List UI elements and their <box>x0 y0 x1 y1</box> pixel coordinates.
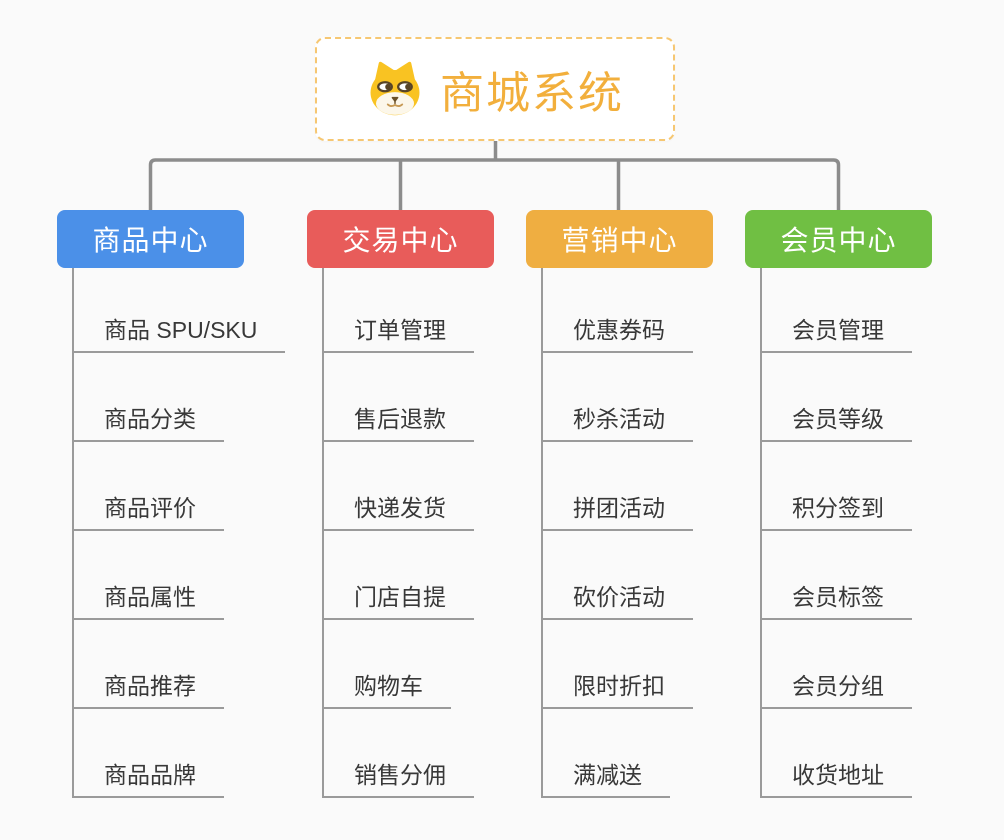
branch-line <box>760 268 762 798</box>
branch-line <box>322 268 324 798</box>
subtopic-product-review[interactable]: 商品评价 <box>72 493 224 531</box>
subtopic-bargain-activity[interactable]: 砍价活动 <box>541 582 693 620</box>
shiba-dog-icon <box>370 61 420 116</box>
subtopic-member-group[interactable]: 会员分组 <box>760 671 912 709</box>
subtopic-points-checkin[interactable]: 积分签到 <box>760 493 912 531</box>
topic-trade-center[interactable]: 交易中心 <box>307 210 494 268</box>
subtopic-shopping-cart[interactable]: 购物车 <box>322 671 451 709</box>
topic-product-center[interactable]: 商品中心 <box>57 210 244 268</box>
root-topic-label: 商城系统 <box>440 69 624 118</box>
subtopic-product-category[interactable]: 商品分类 <box>72 404 224 442</box>
branch-line <box>72 268 74 798</box>
subtopic-express-delivery[interactable]: 快递发货 <box>322 493 474 531</box>
subtopic-limited-time-discount[interactable]: 限时折扣 <box>541 671 693 709</box>
branch-member-center: 会员中心 会员管理 会员等级 积分签到 会员标签 会员分组 收货地址 <box>745 210 995 810</box>
subtopic-product-attribute[interactable]: 商品属性 <box>72 582 224 620</box>
subtopic-member-level[interactable]: 会员等级 <box>760 404 912 442</box>
subtopic-shipping-address[interactable]: 收货地址 <box>760 760 912 798</box>
branch-product-center: 商品中心 商品 SPU/SKU 商品分类 商品评价 商品属性 商品推荐 商品品牌 <box>57 210 307 810</box>
subtopic-sales-commission[interactable]: 销售分佣 <box>322 760 474 798</box>
subtopic-product-spu-sku[interactable]: 商品 SPU/SKU <box>72 315 286 353</box>
topic-marketing-center[interactable]: 营销中心 <box>526 210 713 268</box>
branch-trade-center: 交易中心 订单管理 售后退款 快递发货 门店自提 购物车 销售分佣 <box>307 210 557 810</box>
subtopic-flash-sale[interactable]: 秒杀活动 <box>541 404 693 442</box>
subtopic-member-management[interactable]: 会员管理 <box>760 315 912 353</box>
subtopic-store-pickup[interactable]: 门店自提 <box>322 582 474 620</box>
subtopic-product-recommend[interactable]: 商品推荐 <box>72 671 224 709</box>
subtopic-aftersale-refund[interactable]: 售后退款 <box>322 404 474 442</box>
branch-marketing-center: 营销中心 优惠券码 秒杀活动 拼团活动 砍价活动 限时折扣 满减送 <box>526 210 776 810</box>
subtopic-group-buy[interactable]: 拼团活动 <box>541 493 693 531</box>
branch-line <box>541 268 543 798</box>
subtopic-product-brand[interactable]: 商品品牌 <box>72 760 224 798</box>
subtopic-coupon-code[interactable]: 优惠券码 <box>541 315 693 353</box>
root-topic[interactable]: 商城系统 <box>315 37 675 141</box>
subtopic-spend-save[interactable]: 满减送 <box>541 760 670 798</box>
subtopic-member-tag[interactable]: 会员标签 <box>760 582 912 620</box>
subtopic-order-management[interactable]: 订单管理 <box>322 315 474 353</box>
topic-member-center[interactable]: 会员中心 <box>745 210 932 268</box>
